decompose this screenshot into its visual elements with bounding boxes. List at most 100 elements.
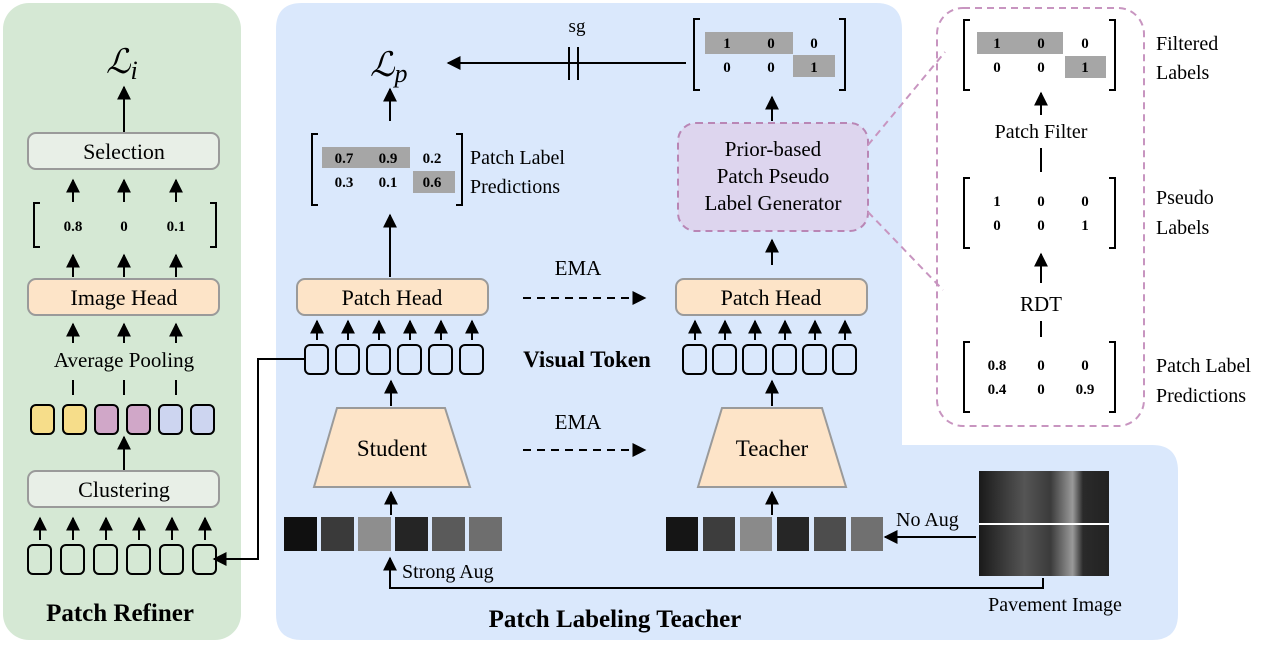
generator-label-line: Patch Pseudo — [717, 164, 830, 188]
token-box — [27, 544, 52, 575]
token-box — [60, 544, 85, 575]
student-label: Student — [357, 436, 428, 461]
generator-label-line: Prior-based — [725, 137, 822, 161]
strong-aug-patches — [284, 517, 502, 551]
student-patch-head-label: Patch Head — [342, 285, 443, 310]
cluster-tokens — [30, 404, 215, 435]
generator-label-line: Label Generator — [704, 191, 841, 215]
matrix-cell: 0 — [723, 60, 731, 76]
matrix-cell: 0.6 — [423, 175, 442, 191]
pseudo-bracket-right — [1109, 177, 1116, 249]
student-encoder — [312, 407, 472, 488]
teacher-loss-label: ℒp — [370, 47, 408, 88]
preds-caption-line: Predictions — [470, 176, 560, 198]
arrows-tokens-to-clustering — [33, 516, 212, 540]
scores-bracket-right — [210, 202, 217, 248]
matrix-cell: 0.7 — [335, 151, 354, 167]
matrix-cell: 0 — [1037, 218, 1045, 234]
highlight-cell — [413, 171, 455, 193]
detail-inset — [936, 7, 1145, 427]
visual-token-label: Visual Token — [523, 347, 651, 372]
matrix-cell: 0.8 — [988, 358, 1007, 374]
average-pooling-label: Average Pooling — [54, 348, 195, 372]
selection-label: Selection — [83, 139, 165, 164]
token-box — [772, 344, 797, 375]
token-box — [397, 344, 422, 375]
arrows-student-tokens-to-head — [310, 319, 479, 340]
token-box — [802, 344, 827, 375]
image-patch — [469, 517, 502, 551]
score-value: 0.8 — [64, 219, 83, 235]
image-patch — [666, 517, 698, 551]
pavement-image-label: Pavement Image — [988, 594, 1122, 616]
arrows-pooling-to-head — [66, 322, 183, 343]
matrix-cell: 0 — [810, 36, 818, 52]
matrix-cell: 1 — [723, 36, 731, 52]
detail-preds-caption: Predictions — [1156, 385, 1246, 407]
image-patch — [703, 517, 735, 551]
preds-bracket-right — [456, 133, 463, 206]
no-aug-patches — [666, 517, 883, 551]
teacher-patch-head-label: Patch Head — [721, 285, 822, 310]
token-box — [158, 404, 183, 435]
score-value: 0.1 — [167, 219, 186, 235]
clustering-box — [27, 470, 220, 508]
highlight-cell — [705, 32, 793, 54]
token-box — [335, 344, 360, 375]
pseudo-labels-caption: Pseudo — [1156, 187, 1214, 209]
clustering-label: Clustering — [78, 477, 170, 502]
token-box — [712, 344, 737, 375]
image-patch — [777, 517, 809, 551]
rdt-label: RDT — [1020, 292, 1062, 316]
filtered-labels-caption: Filtered — [1156, 33, 1218, 55]
matrix-cell: 0 — [993, 60, 1001, 76]
ema-label-bottom: EMA — [555, 410, 603, 434]
inset-zoom-line — [867, 51, 946, 146]
refiner-loss-label: ℒi — [106, 44, 138, 85]
image-patch — [740, 517, 772, 551]
patch-labeling-teacher-title: Patch Labeling Teacher — [489, 606, 742, 633]
matrix-cell: 1 — [993, 36, 1001, 52]
matrix-cell: 0 — [1081, 36, 1089, 52]
matrix-cell: 0 — [1037, 358, 1045, 374]
matrix-cell: 0.1 — [379, 175, 398, 191]
teacher-patch-head-box — [675, 278, 868, 316]
preds-caption-line: Patch Label — [470, 147, 565, 169]
token-box — [126, 404, 151, 435]
matrix-cell: 0 — [1037, 382, 1045, 398]
arrows-scores-to-selection — [66, 178, 183, 202]
token-box — [459, 344, 484, 375]
highlight-cell — [977, 32, 1063, 54]
pseudo-bracket-left — [963, 177, 970, 249]
token-box — [93, 544, 118, 575]
image-patch — [358, 517, 391, 551]
highlight-cell — [793, 55, 835, 77]
matrix-cell: 0 — [1037, 36, 1045, 52]
token-box — [94, 404, 119, 435]
matrix-cell: 0 — [767, 36, 775, 52]
detail-filtered-bracket-left — [963, 19, 970, 91]
matrix-cell: 1 — [1081, 218, 1089, 234]
highlight-cell — [1065, 56, 1106, 78]
scores-bracket-left — [33, 202, 40, 248]
arrows-head-to-scores — [66, 253, 183, 277]
token-box — [190, 404, 215, 435]
image-patch — [851, 517, 883, 551]
image-head-box — [27, 278, 220, 316]
token-box — [159, 544, 184, 575]
matrix-cell: 0 — [1081, 194, 1089, 210]
image-patch — [284, 517, 317, 551]
image-patch — [395, 517, 428, 551]
token-box — [366, 344, 391, 375]
matrix-cell: 1 — [1081, 60, 1089, 76]
image-patch — [432, 517, 465, 551]
token-box — [126, 544, 151, 575]
matrix-cell: 0.2 — [423, 151, 442, 167]
ema-label-top: EMA — [555, 256, 603, 280]
teacher-label: Teacher — [736, 436, 809, 461]
matrix-cell: 0.9 — [1076, 382, 1095, 398]
student-visual-tokens — [304, 344, 484, 375]
pseudo-labels-caption: Labels — [1156, 217, 1210, 239]
